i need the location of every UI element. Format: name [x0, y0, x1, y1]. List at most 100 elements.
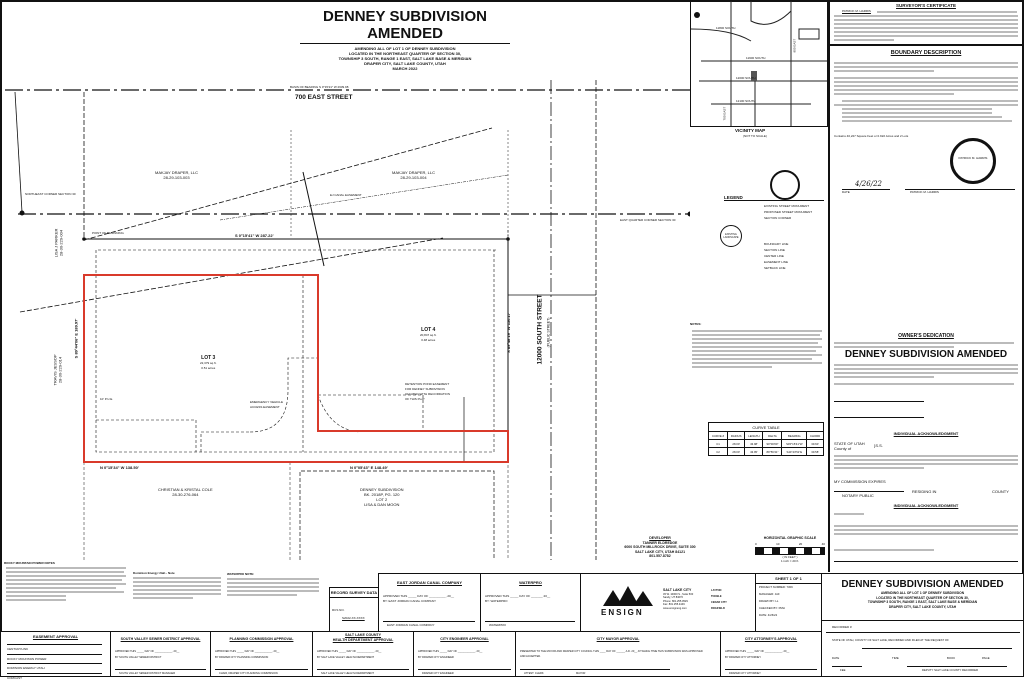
curve-table-cell: RADIUS	[728, 432, 745, 440]
vicinity-title: VICINITY MAP	[735, 128, 765, 133]
legend-item: SECTION CORNER	[764, 215, 824, 221]
utility-row: DOMINION ENERGY UTAH	[7, 663, 102, 673]
curve-table-title: CURVE TABLE	[709, 423, 824, 432]
signature-date: 4/26/22	[855, 180, 882, 188]
recorder-state: STATE OF UTAH, COUNTY OF SALT LAKE, RECO…	[832, 638, 949, 643]
curve-table-cell: 43.95'	[745, 448, 763, 456]
easement-approval: EASEMENT APPROVAL CENTURYLINK ROCKY MOUN…	[0, 631, 111, 677]
approval-signature-label: CHAIR, DRAPER CITY PLANNING COMMISSION	[219, 671, 278, 676]
approval-text: APPROVED THIS _____ DAY OF ____________,…	[215, 649, 298, 654]
boundary-title: BOUNDARY DESCRIPTION	[832, 50, 1020, 56]
approval-signature-label: SALT LAKE VALLEY HEALTH DEPARTMENT	[321, 671, 374, 676]
curve-table-cell: S45°15'41"W	[782, 440, 807, 448]
approval-title: EAST JORDAN CANAL COMPANY	[379, 580, 480, 585]
utility-row: COMCAST	[7, 673, 102, 682]
approval-signature-label: ATTEST: CLERK	[524, 671, 544, 676]
vicinity-street: 700 EAST	[723, 107, 728, 121]
parcel-number: 28-29-103-003	[155, 175, 198, 180]
approval-text: APPROVED THIS _____ DAY OF ____________,…	[725, 649, 807, 654]
ensign-logo-icon	[603, 586, 653, 606]
sheet-row: DRAWN BY: LL	[759, 598, 821, 605]
approval-signature-label: DRAPER CITY ATTORNEY	[729, 671, 761, 676]
waterpro-approval: WATERPRO APPROVED THIS _____ DAY OF ____…	[480, 573, 581, 633]
approval-signature-label: MAYOR	[576, 671, 585, 676]
corner-label: EAST QUARTER CORNER SECTION 30	[620, 218, 675, 223]
developer-block: DEVELOPER TANNER ELDREDGE 6000 SOUTH MIL…	[600, 536, 720, 559]
approval-title: CITY ATTORNEY'S APPROVAL	[721, 637, 821, 641]
approval-title: SOUTH VALLEY SEWER DISTRICT APPROVAL	[111, 637, 210, 641]
scale-tick: 0	[755, 542, 757, 546]
parcel-number: 28-30-229-004	[58, 229, 63, 258]
waterpro-note-title: WATERPRO NOTE:	[227, 572, 254, 577]
scale-tick: 40	[822, 542, 825, 546]
scale-title: HORIZONTAL GRAPHIC SCALE	[755, 536, 825, 540]
sheet-row: PROJECT NUMBER: 7309	[759, 584, 821, 591]
ss-label: }S.S.	[874, 443, 883, 448]
recorder-page: PAGE	[982, 656, 990, 661]
vicinity-street: 12100 SOUTH	[736, 99, 756, 104]
title-block-footer: DENNEY SUBDIVISION AMENDED AMENDING ALL …	[821, 573, 1024, 621]
bearing-label: S 0°15'41" W 287.22'	[235, 233, 274, 238]
curve-table-cell: DELTA	[763, 432, 782, 440]
county-label: COUNTY	[992, 489, 1009, 494]
curve-table-cell: BEARING	[782, 432, 807, 440]
title-line: DRAPER CITY, SALT LAKE COUNTY, UTAH	[822, 605, 1023, 610]
bearing-label: S 89°44'06" E 189.97'	[73, 319, 78, 359]
acknowledgment-title: INDIVIDUAL ACKNOWLEDGMENT	[832, 431, 1020, 436]
approval-title: CITY MAYOR APPROVAL	[516, 637, 720, 641]
curve-table-cell: 89°56'41"	[763, 448, 782, 456]
sheet-row: CHECKED BY: PMH	[759, 605, 821, 612]
notary-label: NOTARY PUBLIC	[842, 493, 874, 498]
lot-4: LOT 4 20,847 sq.ft. 0.48 acres	[420, 328, 437, 343]
curve-table-cell: 28.00'	[728, 440, 745, 448]
residing-label: RESIDING IN	[912, 489, 936, 494]
legend: LEGEND EXISTING STREET MONUMENT PROPOSED…	[724, 195, 824, 271]
approval-by: BY DRAPER CITY ATTORNEY	[725, 655, 761, 660]
east-jordan-canal-approval: EAST JORDAN CANAL COMPANY APPROVED THIS …	[378, 573, 481, 633]
recorder-deputy: DEPUTY SALT LAKE COUNTY RECORDER	[922, 668, 978, 673]
curve-table-cell: C2	[709, 448, 728, 456]
approval-by: BY SALT LAKE VALLEY HEALTH DEPARTMENT	[317, 655, 374, 660]
approval-block: CITY MAYOR APPROVAL PRESENTED TO THE MAYO…	[515, 631, 721, 677]
curve-table-cell: 39.60'	[807, 440, 824, 448]
surveyor-title: SURVEYOR'S CERTIFICATE	[832, 3, 1020, 8]
dedication-title: OWNER'S DEDICATION	[832, 333, 1020, 339]
acknowledgment-title: INDIVIDUAL ACKNOWLEDGMENT	[832, 503, 1020, 508]
bearing-label: N 0°05'43" E 148.49'	[350, 465, 388, 470]
amended-boundary	[84, 275, 508, 462]
approval-by: BY: WATERPRO	[485, 599, 508, 604]
vicinity-street: 11900 SOUTH	[746, 56, 765, 61]
recorder-fee: FEE	[840, 668, 845, 673]
footer-title: DENNEY SUBDIVISION AMENDED	[822, 579, 1023, 591]
approval-by: BY DRAPER CITY ENGINEER	[418, 655, 454, 660]
lot2-line: LISA & DAN MOON	[360, 502, 404, 507]
vicinity-street: 11800 SOUTH	[716, 26, 735, 31]
curve-table-cell: CURVE #	[709, 432, 728, 440]
scale-tick: 10	[776, 542, 779, 546]
basis-of-bearing: BASIS OF BEARING S 0°15'21" W 2639.98	[290, 85, 348, 90]
pue-label: 10' P.U.E.	[100, 397, 113, 402]
ensign-block: ENSIGN SALT LAKE CITY 45 W. 10000 S., Su…	[580, 573, 756, 633]
approval-text: PRESENTED TO THE MAYOR AND DRAPER CITY C…	[520, 649, 706, 659]
surveyor-seal: PATRICK M. HARRIS	[950, 138, 996, 184]
approval-text: APPROVED THIS _____ DAY OF ____________,…	[317, 649, 399, 654]
curve-table-cell: LENGTH	[745, 432, 763, 440]
recorder-title: RECORDED #	[832, 625, 852, 630]
approval-signature-label: DRAPER CITY ENGINEER	[422, 671, 454, 676]
recorder-date: DATE	[832, 656, 839, 661]
legend-item: SETBACK LINE	[764, 265, 824, 271]
owners-dedication: OWNER'S DEDICATION DENNEY SUBDIVISION AM…	[832, 333, 1020, 571]
detention-easement-label: DETENTION POND EASEMENT FOR DENNEY SUBDI…	[405, 382, 453, 402]
recorder-time: TIME	[892, 656, 899, 661]
county-label: County of	[834, 446, 851, 451]
rmp-notes-title: ROCKY MOUNTAIN POWER NOTES	[4, 561, 55, 566]
vicinity-map: 11800 SOUTH 11900 SOUTH 12000 SOUTH 1210…	[690, 0, 828, 127]
curve-table-cell: CHORD	[807, 432, 824, 440]
